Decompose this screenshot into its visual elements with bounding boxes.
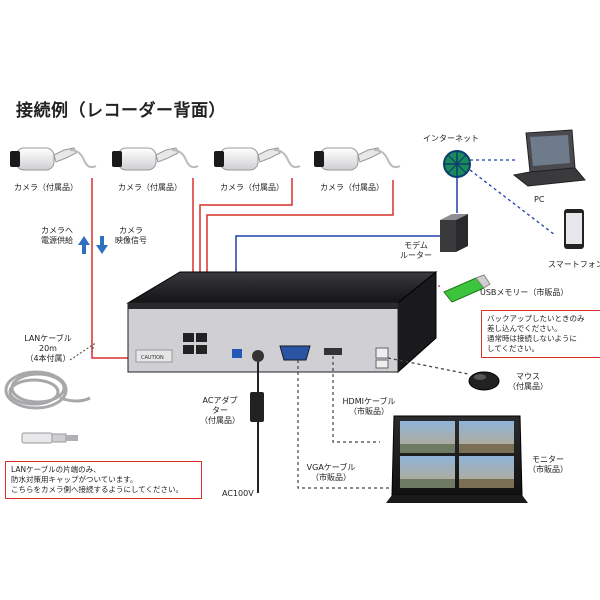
mouse-label: マウス （付属品） <box>508 372 548 392</box>
camera-1-label: カメラ（付属品） <box>14 183 78 192</box>
recorder-unit: CAUTION <box>126 270 438 374</box>
lan-note-line1: LANケーブルの片端のみ、 <box>11 465 101 474</box>
video-signal-label: カメラ 映像信号 <box>110 226 152 246</box>
modem-line1: モデム <box>404 241 428 250</box>
ac-adapter-icon <box>250 362 264 493</box>
mouse-line2: （付属品） <box>508 382 548 391</box>
lan-note-line3: こちらをカメラ側へ接続するようにしてください。 <box>11 485 184 494</box>
camera-4-icon <box>314 147 401 171</box>
camera-3-icon <box>214 147 301 171</box>
vga-cable-label: VGAケーブル （市販品） <box>304 463 358 483</box>
modem-line2: ルーター <box>400 251 432 260</box>
waterproof-cap-icon <box>21 432 78 444</box>
internet-globe-icon <box>443 150 471 178</box>
backup-note-line1: バックアップしたいときのみ <box>487 314 585 323</box>
hdmi-line2: （市販品） <box>349 407 389 416</box>
page-title: 接続例（レコーダー背面） <box>16 101 226 121</box>
smartphone-icon <box>564 209 584 249</box>
pc-label: PC <box>534 195 545 204</box>
lan-cable-line1: LANケーブル <box>24 334 72 343</box>
vga-line1: VGAケーブル <box>306 463 356 472</box>
backup-note-line4: してください。 <box>487 344 540 353</box>
caution-label: CAUTION <box>141 355 164 361</box>
smartphone-label: スマートフォン <box>548 260 600 269</box>
hdmi-line1: HDMIケーブル <box>342 397 396 406</box>
camera-4-label: カメラ（付属品） <box>320 183 384 192</box>
camera-3-label: カメラ（付属品） <box>220 183 284 192</box>
ac-adapter-line2: ター <box>212 406 228 415</box>
vga-line2: （市販品） <box>311 473 351 482</box>
video-arrow-icon <box>96 236 108 254</box>
modem-router-label: モデム ルーター <box>396 241 436 261</box>
ac-adapter-line1: ACアダプ <box>202 396 238 405</box>
camera-2-label: カメラ（付属品） <box>118 183 182 192</box>
lan-cable-label: LANケーブル 20m （4本付属） <box>22 334 74 364</box>
backup-note: バックアップしたいときのみ 差し込んでください。 通常時は接続しないように して… <box>481 310 600 358</box>
backup-note-line3: 通常時は接続しないように <box>487 334 577 343</box>
laptop-icon <box>512 129 586 187</box>
camera-1-icon <box>10 147 97 171</box>
video-signal-line1: カメラ <box>119 226 143 235</box>
monitor-line1: モニター <box>532 455 564 464</box>
lan-cap-note: LANケーブルの片端のみ、 防水対策用キャップがついています。 こちらをカメラ側… <box>5 461 202 499</box>
camera-2-icon <box>112 147 199 171</box>
monitor-icon <box>386 415 528 503</box>
backup-note-line2: 差し込んでください。 <box>487 324 562 333</box>
power-supply-line1: カメラへ <box>41 226 73 235</box>
monitor-cables <box>297 356 405 489</box>
power-supply-line2: 電源供給 <box>41 236 73 245</box>
ac100v-label: AC100V <box>222 489 254 498</box>
wireless-lines <box>469 159 556 236</box>
lan-cable-line2: 20m <box>39 344 57 353</box>
hdmi-cable-label: HDMIケーブル （市販品） <box>338 397 400 417</box>
internet-label: インターネット <box>423 134 479 143</box>
modem-router-icon <box>440 214 468 252</box>
ac-adapter-line3: （付属品） <box>200 416 240 425</box>
mouse-line1: マウス <box>516 372 540 381</box>
usb-memory-label: USBメモリー（市販品） <box>480 288 569 297</box>
monitor-line2: （市販品） <box>528 465 568 474</box>
power-supply-label: カメラへ 電源供給 <box>38 226 76 246</box>
usb-memory-icon <box>443 274 491 303</box>
video-signal-line2: 映像信号 <box>115 236 147 245</box>
monitor-label: モニター （市販品） <box>528 455 568 475</box>
lan-note-line2: 防水対策用キャップがついています。 <box>11 475 138 484</box>
lan-cable-line3: （4本付属） <box>25 354 71 363</box>
ac-adapter-label: ACアダプ ター （付属品） <box>198 396 242 426</box>
power-arrow-icon <box>78 236 90 254</box>
lan-cable-coil-icon <box>4 370 91 410</box>
mouse-icon <box>387 357 500 391</box>
